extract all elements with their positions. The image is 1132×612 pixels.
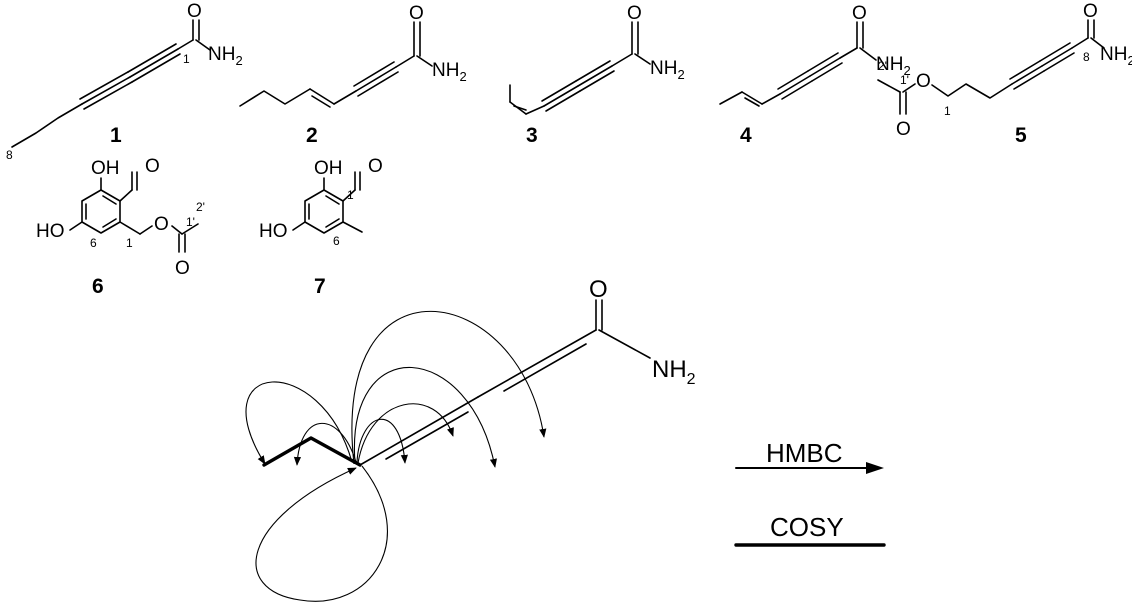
oxygen-label: O [852, 3, 867, 24]
amide-nh2-label: NH2 [652, 356, 696, 388]
oxygen-label: O [1083, 1, 1098, 22]
locant-label: 1 [347, 188, 354, 202]
aldehyde-oxygen-label: O [145, 156, 160, 177]
ester-oxygen-label: O [916, 71, 931, 92]
compound-number: 7 [314, 275, 326, 298]
amide-nh2-label: NH2 [208, 44, 243, 68]
ester-oxygen-label: O [154, 214, 169, 235]
phenol-ho-label: HO [259, 221, 288, 242]
compound-number: 2 [306, 124, 318, 147]
arrow-head-icon [866, 462, 884, 474]
compound-number: 3 [526, 124, 538, 147]
compound-number: 1 [110, 124, 122, 147]
compound-7-structure: OH O HO 1 6 7 [259, 156, 383, 298]
aldehyde-oxygen-label: O [368, 156, 383, 177]
amide-nh2-label: NH2 [650, 58, 685, 82]
phenol-oh-label: OH [91, 158, 120, 179]
locant-label: 1' [186, 215, 195, 229]
locant-label: 8 [6, 148, 13, 162]
oxygen-label: O [589, 276, 608, 303]
compound-1-structure: O NH2 1 8 1 [6, 1, 243, 162]
locant-label: 8 [1083, 50, 1090, 64]
compound-4-structure: O NH2 4 [719, 3, 911, 147]
amide-nh2-label: NH2 [432, 60, 467, 84]
legend: HMBC COSY [734, 438, 886, 547]
carbonyl-oxygen-label: O [175, 258, 190, 279]
amide-nh2-label: NH2 [1100, 44, 1132, 68]
phenol-oh-label: OH [314, 158, 343, 179]
compound-5-structure: O O O NH2 2' 1' 1 8 5 [877, 1, 1132, 147]
oxygen-label: O [187, 1, 202, 22]
oxygen-label: O [409, 3, 424, 24]
phenol-ho-label: HO [36, 221, 65, 242]
compound-number: 4 [740, 124, 752, 147]
locant-label: 2' [196, 200, 205, 214]
locant-label: 6 [90, 236, 97, 250]
carbonyl-oxygen-label: O [896, 119, 911, 140]
compound-6-structure: OH O HO O O 6 1 1' 2' 6 [36, 156, 205, 298]
locant-label: 2' [878, 59, 887, 73]
correlation-diagram: O NH2 [245, 276, 696, 602]
locant-label: 1 [944, 104, 951, 118]
amide-nh2-label: NH2 [876, 54, 911, 78]
compound-number: 5 [1015, 124, 1027, 147]
oxygen-label: O [627, 3, 642, 24]
locant-label: 1' [900, 73, 909, 87]
locant-label: 1 [183, 52, 190, 66]
locant-label: 1 [126, 236, 133, 250]
compound-number: 6 [92, 275, 104, 298]
compound-3-structure: O NH2 3 [509, 3, 685, 147]
legend-hmbc-label: HMBC [766, 438, 843, 468]
legend-cosy-label: COSY [770, 512, 844, 542]
locant-label: 6 [333, 234, 340, 248]
compound-2-structure: O NH2 2 [239, 3, 467, 147]
